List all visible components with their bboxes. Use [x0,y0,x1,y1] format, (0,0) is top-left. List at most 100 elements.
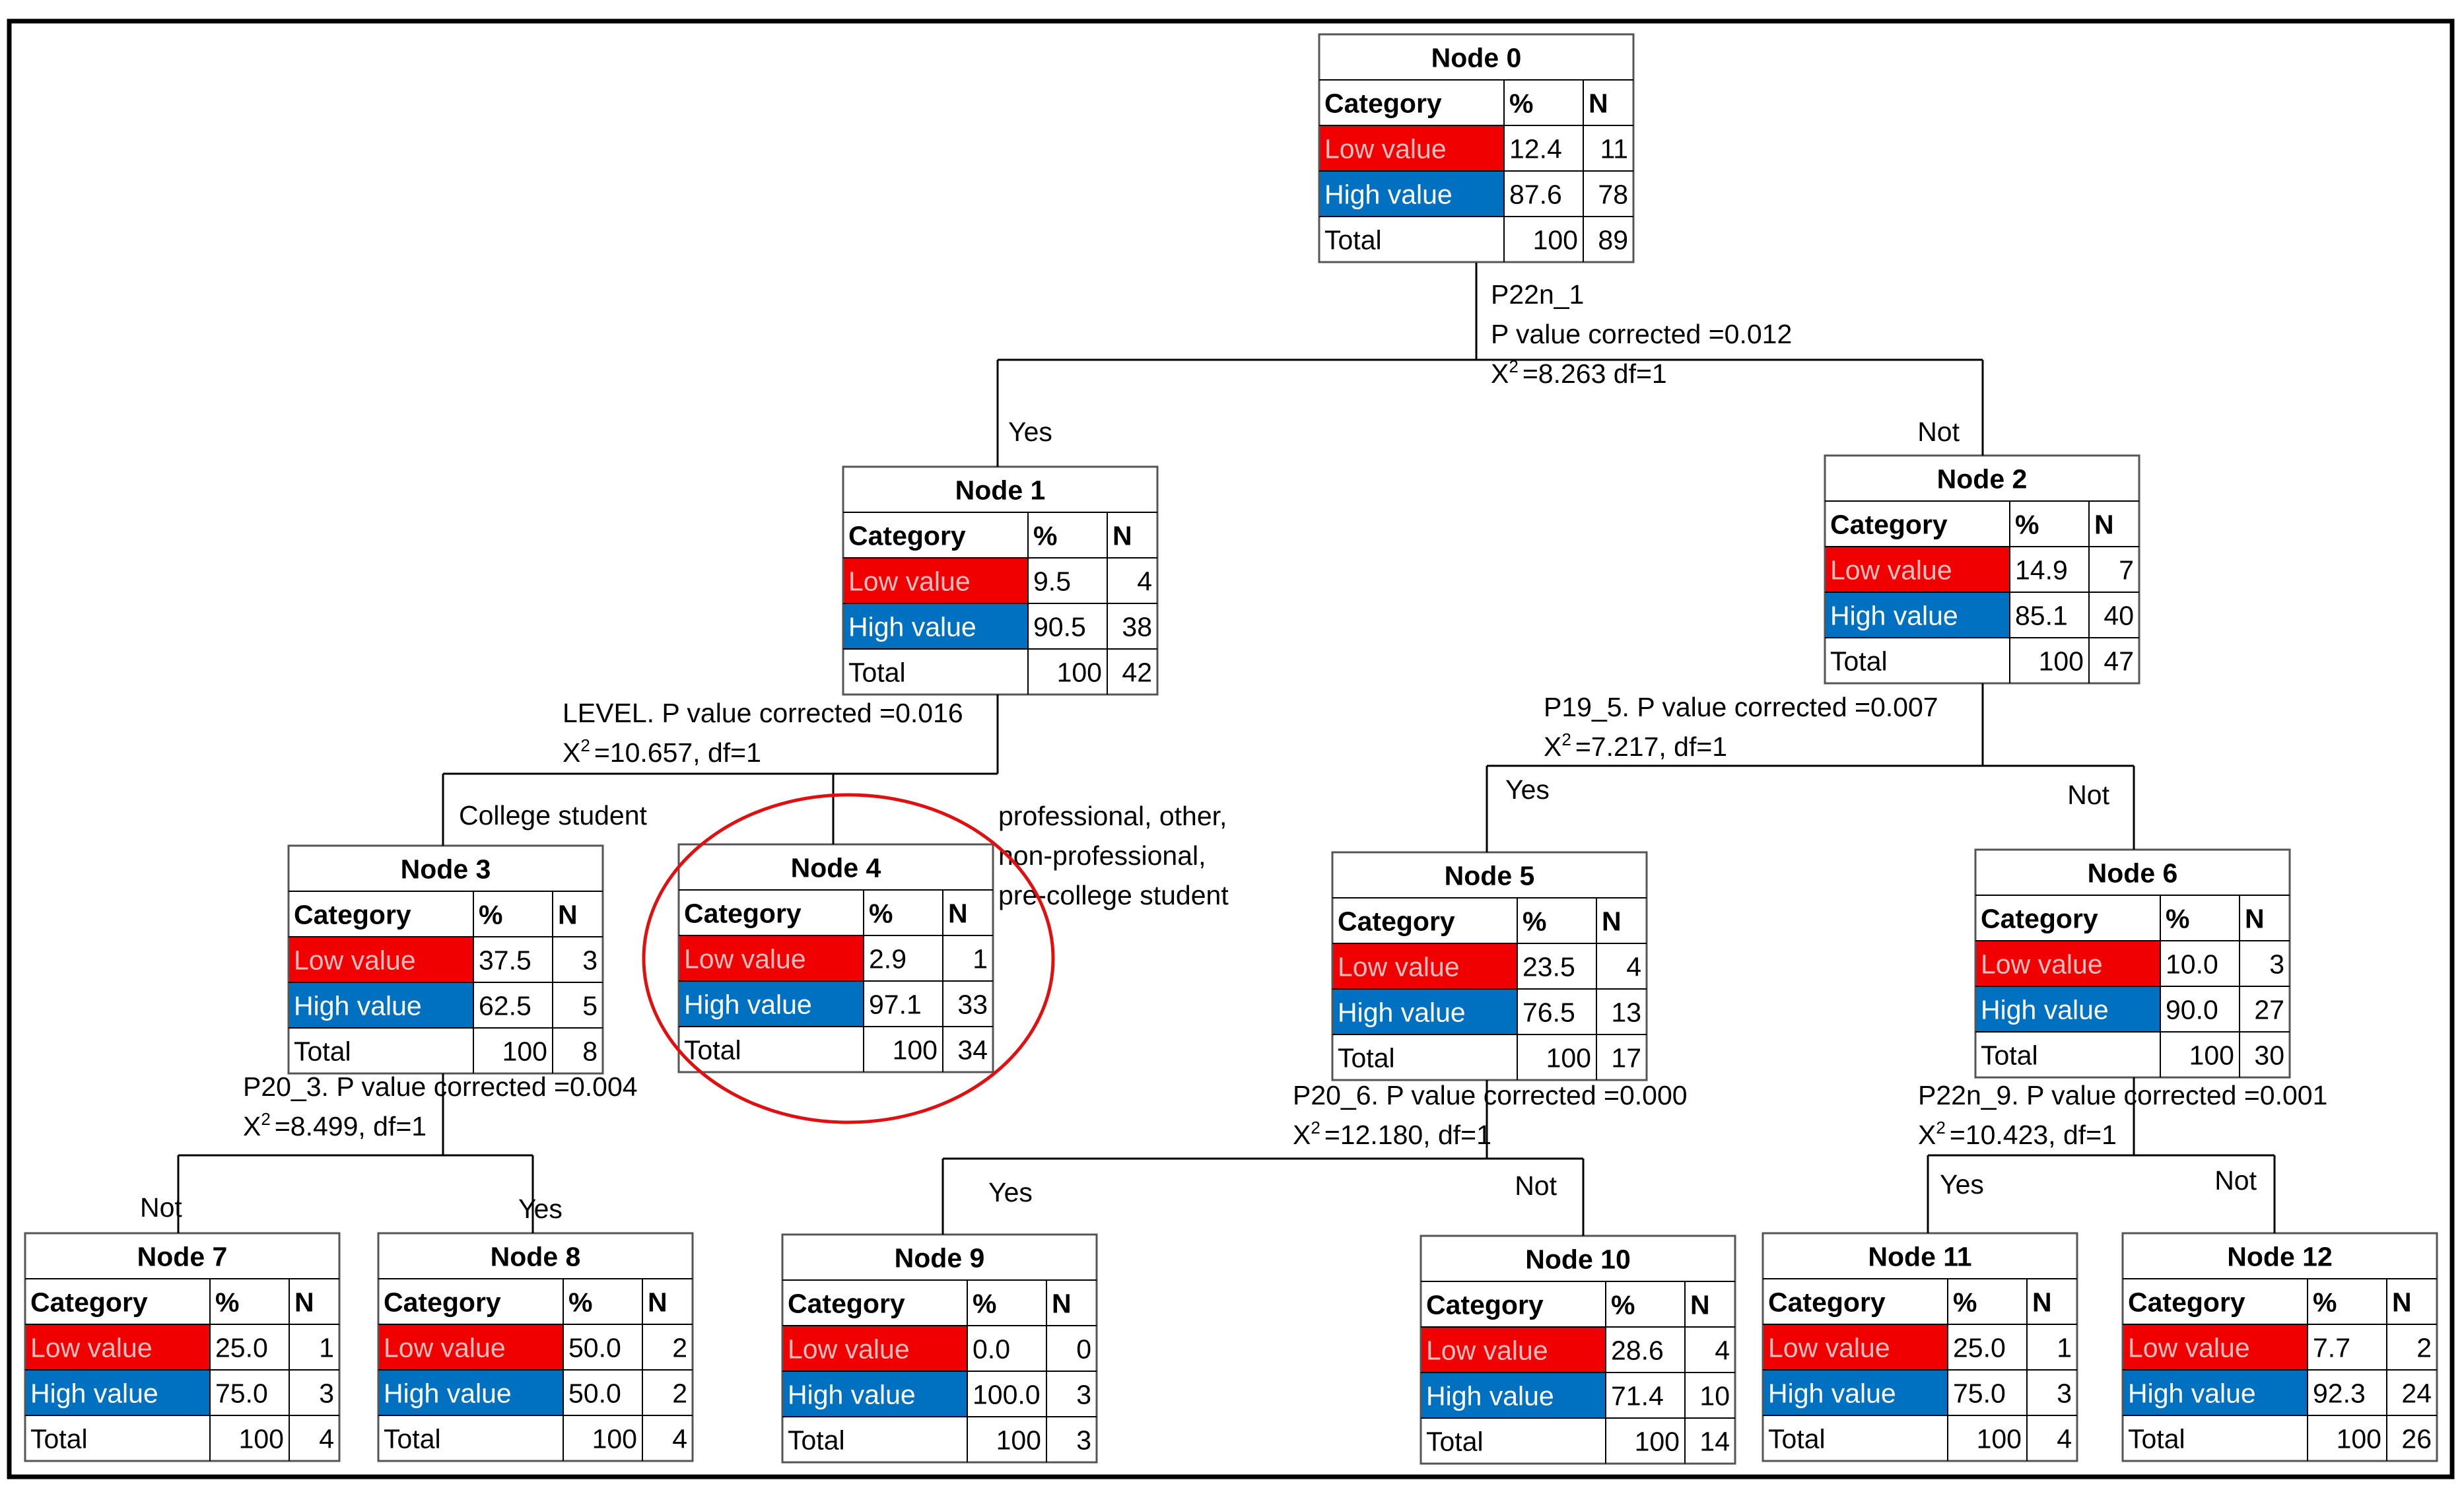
total-label: Total [1426,1427,1484,1457]
total-count: 4 [672,1424,687,1454]
low-value-percent: 23.5 [1523,952,1575,982]
header-category: Category [2128,1287,2245,1318]
high-value-percent: 97.1 [869,990,922,1020]
total-count: 4 [2057,1424,2072,1454]
branch-label: professional, other,non-professional,pre… [998,801,1229,910]
total-label: Total [788,1425,845,1456]
high-value-count: 3 [2057,1378,2072,1409]
low-value-percent: 2.9 [869,944,907,974]
header-percent: % [869,899,893,929]
header-category: Category [684,899,802,929]
header-category: Category [1981,904,2098,934]
branch-label: Yes [1008,417,1052,447]
chi-square-statistic: X2=10.657, df=1 [563,735,761,768]
header-category: Category [1426,1290,1544,1320]
chi-square-statistic: X2=8.499, df=1 [243,1109,427,1141]
high-value-count: 27 [2254,995,2284,1025]
branch-label: Not [1917,417,1960,447]
header-category: Category [1324,88,1442,119]
node-title: Node 7 [137,1242,228,1272]
header-category: Category [1338,906,1455,937]
high-value-label: High value [684,990,812,1020]
high-value-swatch [1319,171,1504,217]
high-value-label: High value [384,1378,512,1409]
branch-label-line: professional, other, [998,801,1227,831]
branch-label: College student [459,800,648,831]
header-category: Category [294,900,411,930]
chi-symbol: X [1918,1120,1936,1150]
split-label: P20_6. P value corrected =0.000X2=12.180… [1293,1080,1688,1150]
low-value-swatch [25,1324,210,1370]
header-percent: % [215,1287,239,1318]
branch-label-line: non-professional, [998,840,1206,871]
high-value-count: 5 [582,991,598,1021]
node-title: Node 2 [1937,464,2028,494]
high-value-count: 33 [957,990,988,1020]
high-value-swatch [25,1370,210,1415]
low-value-count: 2 [2416,1333,2432,1363]
node-border [287,844,604,1075]
header-percent: % [568,1287,592,1318]
header-n: N [2032,1287,2052,1318]
total-label: Total [1324,225,1382,255]
chi-value: =7.217, df=1 [1575,731,1727,762]
chi-symbol: X [563,737,580,768]
low-value-count: 0 [1076,1334,1091,1365]
node-title: Node 8 [491,1242,581,1272]
branch-label: Yes [1505,774,1550,805]
header-percent: % [973,1289,996,1319]
high-value-count: 13 [1611,998,1641,1028]
total-count: 89 [1598,225,1628,255]
low-value-count: 2 [672,1333,687,1363]
high-value-label: High value [1768,1378,1896,1409]
header-percent: % [1953,1287,1977,1318]
header-n: N [1602,906,1622,937]
node-title: Node 0 [1431,43,1522,73]
high-value-percent: 50.0 [568,1378,621,1409]
high-value-count: 78 [1598,180,1628,210]
total-label: Total [2128,1424,2185,1454]
high-value-percent: 100.0 [973,1380,1041,1410]
high-value-percent: 85.1 [2015,601,2068,631]
high-value-count: 40 [2104,601,2134,631]
low-value-swatch [378,1324,563,1370]
high-value-percent: 75.0 [215,1378,268,1409]
header-n: N [2245,904,2265,934]
branch-label: Yes [988,1177,1033,1207]
total-percent: 100 [592,1424,637,1454]
total-count: 4 [319,1424,334,1454]
low-value-count: 3 [2269,949,2284,980]
chi-superscript: 2 [1509,356,1518,376]
low-value-count: 1 [973,944,988,974]
branch-label: Not [2067,780,2109,810]
header-percent: % [2166,904,2189,934]
low-value-percent: 25.0 [215,1333,268,1363]
node-title: Node 9 [895,1243,985,1273]
low-value-percent: 9.5 [1033,566,1071,597]
header-n: N [948,899,968,929]
low-value-label: Low value [1324,134,1447,164]
high-value-label: High value [1981,995,2109,1025]
header-percent: % [479,900,502,930]
total-count: 17 [1611,1043,1641,1073]
low-value-swatch [289,937,473,982]
total-label: Total [1981,1040,2038,1071]
high-value-swatch [843,603,1028,649]
low-value-swatch [782,1326,967,1371]
node-border [2121,1232,2438,1462]
split-criterion-text: P value corrected =0.012 [1491,319,1792,349]
header-percent: % [1509,88,1533,119]
total-count: 8 [582,1036,598,1067]
node-title: Node 4 [791,853,881,883]
node-border [1318,33,1635,263]
total-label: Total [30,1424,88,1454]
chi-value: =12.180, df=1 [1324,1120,1491,1150]
low-value-percent: 37.5 [479,945,531,976]
